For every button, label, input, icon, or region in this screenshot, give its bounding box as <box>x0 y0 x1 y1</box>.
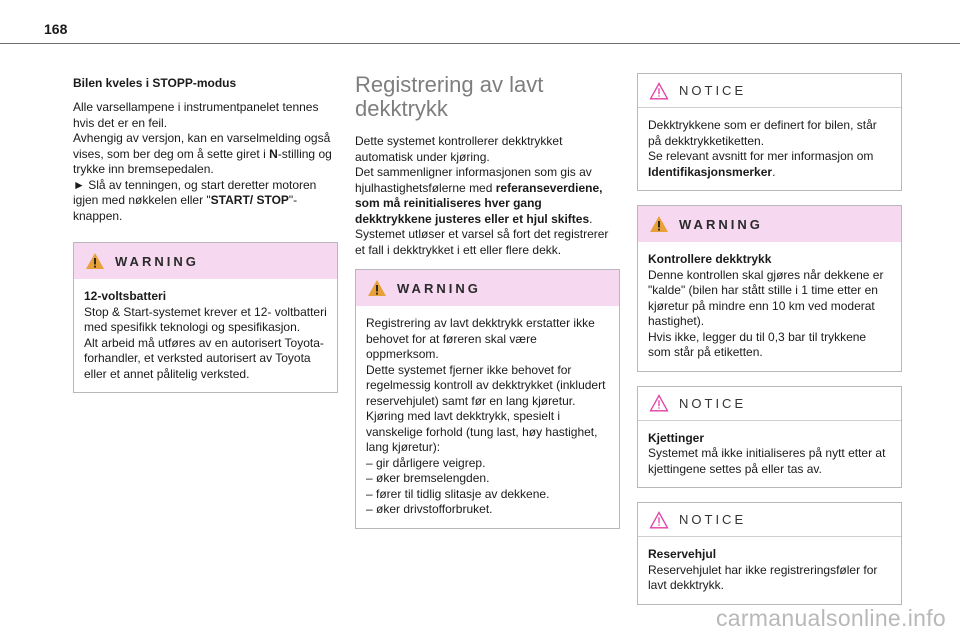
text-span: -stilling og trykke inn bremsepedalen. <box>73 146 332 177</box>
warning-header: WARNING <box>638 206 901 242</box>
warning-triangle-icon <box>650 216 668 232</box>
intro-paragraph-1: Dette systemet kontrollerer dekktrykket … <box>355 134 563 164</box>
warning-box-battery: WARNING 12-voltsbatteri Stop & Start-sys… <box>73 242 338 393</box>
section-title: Registrering av lavt dekktrykk <box>355 72 544 121</box>
dash-item: – øker drivstofforbruket. <box>366 502 493 516</box>
warning-line: Denne kontrollen skal gjøres når dekkene… <box>648 267 884 329</box>
warning-line: Registrering av lavt dekktrykk erstatter… <box>366 316 595 361</box>
text-span: ► Slå av tenningen, og start deretter mo… <box>73 177 317 208</box>
notice-label: NOTICE <box>679 512 747 527</box>
text-span: "-knappen. <box>73 193 298 223</box>
warning-line: Kjøring med lavt dekktrykk, spesielt i v… <box>366 409 598 454</box>
warning-body: 12-voltsbatteri Stop & Start-systemet kr… <box>74 279 337 392</box>
warning-header: WARNING <box>356 270 619 306</box>
text-span: Se relevant avsnitt for mer informasjon … <box>648 149 874 163</box>
stop-mode-paragraph-2: Avhengig av versjon, kan en varselmeldin… <box>73 131 338 178</box>
notice-body: Dekktrykkene som er definert for bilen, … <box>638 108 901 190</box>
notice-header: NOTICE <box>638 503 901 537</box>
page-number: 168 <box>44 21 68 37</box>
warning-box-check: WARNING Kontrollere dekktrykk Denne kont… <box>637 205 902 372</box>
text-span: . <box>589 211 593 226</box>
notice-box-spare: NOTICE Reservehjul Reservehjulet har ikk… <box>637 502 902 605</box>
text-span: Avhengig av versjon, kan en varselmeldin… <box>73 131 331 161</box>
stop-mode-paragraph-1: Alle varsellampene i instrumentpanelet t… <box>73 100 319 130</box>
notice-body: Kjettinger Systemet må ikke initialisere… <box>638 421 901 488</box>
warning-triangle-icon <box>86 253 104 269</box>
warning-title: 12-voltsbatteri <box>84 289 167 303</box>
watermark: carmanualsonline.info <box>715 605 946 631</box>
warning-label: WARNING <box>115 253 199 269</box>
warning-line: Stop & Start-systemet krever et 12- volt… <box>84 304 327 335</box>
tyre-intro-text: Dette systemet kontrollerer dekktrykket … <box>355 134 620 258</box>
warning-header: WARNING <box>74 243 337 279</box>
warning-label: WARNING <box>397 280 481 296</box>
notice-line: Reservehjulet har ikke registreringsføle… <box>648 562 878 593</box>
warning-box-tyre: WARNING Registrering av lavt dekktrykk e… <box>355 269 620 529</box>
stop-mode-heading: Bilen kveles i STOPP-modus <box>73 76 237 90</box>
warning-label: WARNING <box>679 216 763 232</box>
warning-line: Alt arbeid må utføres av en autorisert T… <box>84 335 324 381</box>
notice-triangle-icon <box>649 81 669 99</box>
column-middle: Registrering av lavt dekktrykk Dette sys… <box>355 73 620 529</box>
notice-triangle-icon <box>649 394 669 412</box>
column-left: Bilen kveles i STOPP-modus Alle varsella… <box>73 73 338 393</box>
text-span: . <box>772 164 776 179</box>
bold-span: START/ STOP <box>210 193 289 207</box>
header-rule <box>0 43 960 44</box>
notice-box-pressures: NOTICE Dekktrykkene som er definert for … <box>637 73 902 191</box>
notice-title: Reservehjul <box>648 547 717 561</box>
bold-span: Identifikasjonsmerker <box>648 164 773 179</box>
notice-header: NOTICE <box>638 74 901 108</box>
dash-item: – gir dårligere veigrep. <box>366 455 486 470</box>
warning-triangle-icon <box>368 280 386 296</box>
warning-body: Kontrollere dekktrykk Denne kontrollen s… <box>638 242 901 371</box>
intro-paragraph-2: Det sammenligner informasjonen som gis a… <box>355 165 620 227</box>
bold-span: referanseverdiene, som må reinitialisere… <box>355 180 603 226</box>
warning-body: Registrering av lavt dekktrykk erstatter… <box>356 306 619 528</box>
intro-paragraph-3: Systemet utløser et varsel så fort det r… <box>355 227 609 257</box>
stop-mode-text: Alle varsellampene i instrumentpanelet t… <box>73 100 338 224</box>
warning-title: Kontrollere dekktrykk <box>648 252 772 266</box>
column-right: NOTICE Dekktrykkene som er definert for … <box>637 73 902 605</box>
notice-line: Se relevant avsnitt for mer informasjon … <box>648 149 891 180</box>
bold-span: N <box>269 146 278 161</box>
dash-item: – fører til tidlig slitasje av dekkene. <box>366 486 550 501</box>
notice-line: Dekktrykkene som er definert for bilen, … <box>648 118 877 148</box>
warning-line: Dette systemet fjerner ikke behovet for … <box>366 362 606 408</box>
notice-body: Reservehjul Reservehjulet har ikke regis… <box>638 537 901 604</box>
notice-label: NOTICE <box>679 395 747 411</box>
notice-triangle-icon <box>649 510 669 528</box>
notice-box-chains: NOTICE Kjettinger Systemet må ikke initi… <box>637 385 902 488</box>
notice-line: Systemet må ikke initialiseres på nytt e… <box>648 446 886 476</box>
dash-item: – øker bremselengden. <box>366 471 490 485</box>
notice-title: Kjettinger <box>648 430 705 445</box>
notice-header: NOTICE <box>638 386 901 421</box>
text-span: Det sammenligner informasjonen som gis a… <box>355 165 592 195</box>
stop-mode-paragraph-3: ► Slå av tenningen, og start deretter mo… <box>73 178 338 225</box>
warning-line: Hvis ikke, legger du til 0,3 bar til try… <box>648 329 867 360</box>
notice-label: NOTICE <box>679 83 747 98</box>
